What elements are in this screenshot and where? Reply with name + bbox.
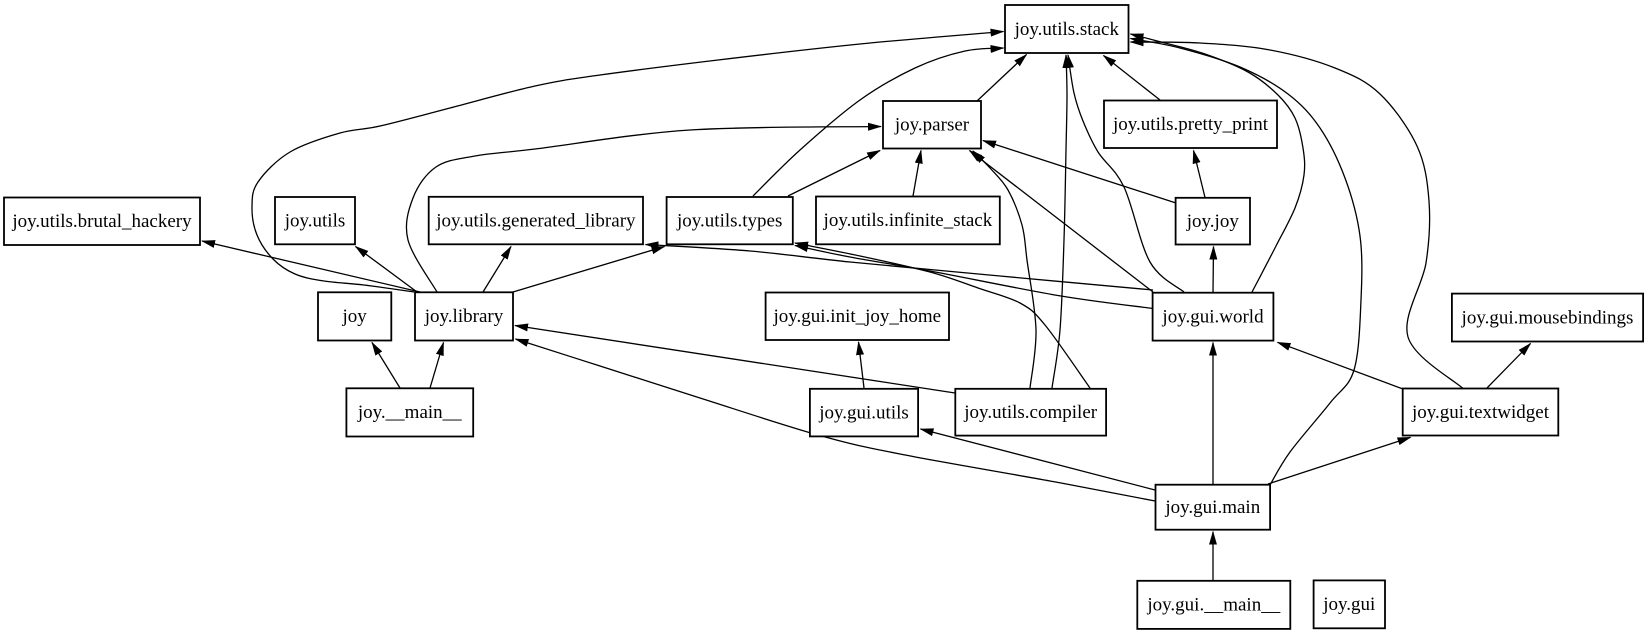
svg-text:joy.gui.world: joy.gui.world: [1161, 306, 1264, 327]
svg-text:joy.utils.brutal_hackery: joy.utils.brutal_hackery: [11, 211, 192, 232]
svg-text:joy.gui.mousebindings: joy.gui.mousebindings: [1461, 307, 1634, 328]
svg-text:joy.gui.__main__: joy.gui.__main__: [1146, 595, 1280, 616]
svg-text:joy.gui.main: joy.gui.main: [1164, 497, 1260, 518]
svg-text:joy.utils.infinite_stack: joy.utils.infinite_stack: [823, 210, 993, 231]
svg-text:joy.utils.types: joy.utils.types: [676, 211, 782, 232]
svg-text:joy.gui.textwidget: joy.gui.textwidget: [1411, 402, 1550, 423]
svg-text:joy.library: joy.library: [424, 306, 504, 327]
svg-text:joy.gui: joy.gui: [1322, 594, 1375, 615]
svg-text:joy.utils.stack: joy.utils.stack: [1014, 19, 1120, 40]
svg-text:joy.gui.utils: joy.gui.utils: [818, 402, 909, 423]
svg-text:joy.utils: joy.utils: [284, 211, 346, 232]
svg-text:joy.utils.compiler: joy.utils.compiler: [963, 402, 1097, 423]
svg-text:joy.__main__: joy.__main__: [357, 402, 462, 423]
svg-text:joy.joy: joy.joy: [1186, 211, 1240, 232]
svg-text:joy.utils.generated_library: joy.utils.generated_library: [435, 210, 636, 231]
svg-text:joy.parser: joy.parser: [894, 115, 970, 136]
svg-text:joy.gui.init_joy_home: joy.gui.init_joy_home: [772, 306, 941, 327]
svg-text:joy: joy: [341, 306, 367, 327]
svg-text:joy.utils.pretty_print: joy.utils.pretty_print: [1112, 114, 1269, 135]
